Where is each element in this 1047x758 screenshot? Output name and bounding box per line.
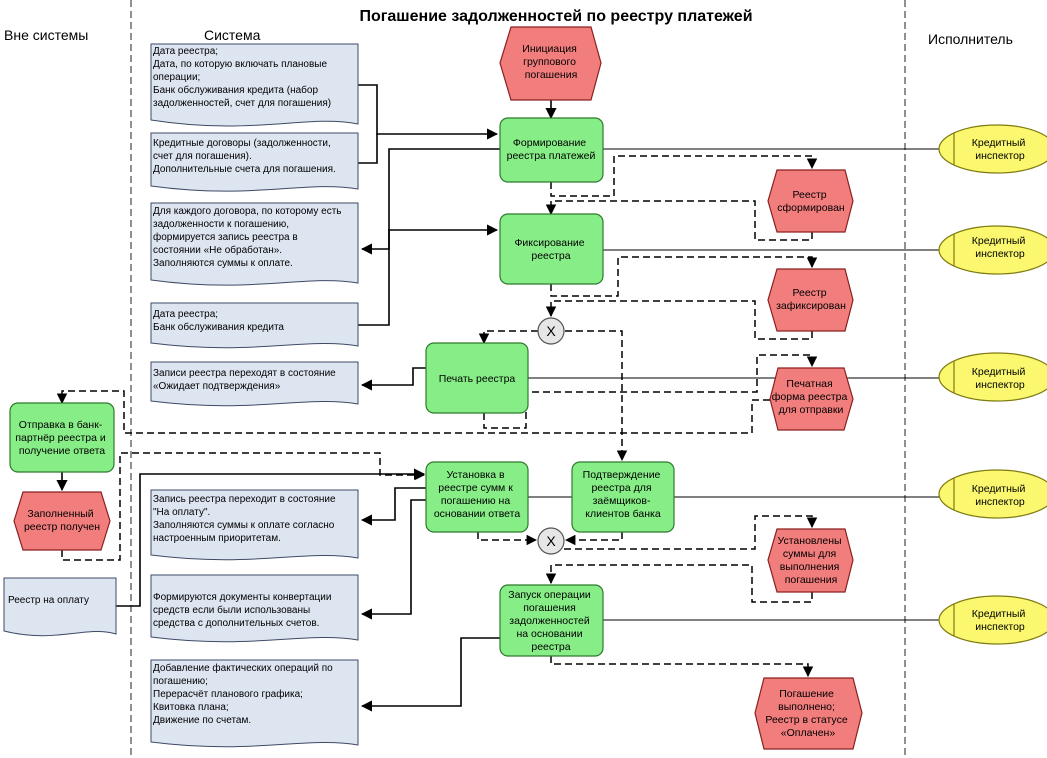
diagram-title: Погашение задолженностей по реестру плат… — [359, 8, 752, 25]
document-credit-contracts: Кредитные договоры (задолженности, счет … — [150, 132, 359, 192]
function-confirm-registry: Подтверждение реестра для заёмщиков- кли… — [571, 461, 675, 533]
document-registry-params: Дата реестра; Дата, по которую включать … — [150, 43, 359, 127]
document-to-payment-status: Запись реестра переходит в состояние "На… — [150, 489, 359, 561]
document-actual-operations: Добавление фактических операций по погаш… — [150, 659, 359, 748]
doc-text: Для каждого договора, по которому есть з… — [153, 206, 344, 269]
svg-text:Кредитный инспектор: Кредитный инспектор — [972, 366, 1029, 391]
doc-text: Дата реестра; Банк обслуживания кредита — [153, 309, 284, 333]
role-credit-inspector-2: Кредитный инспектор — [938, 225, 1047, 275]
event-repayment-completed: Погашение выполнено; Реестр в статусе «О… — [754, 677, 863, 750]
doc-text: Записи реестра переходят в состояние «Ож… — [153, 368, 339, 392]
function-fix-registry: Фиксирование реестра — [499, 213, 604, 285]
xor-connector-1: X — [537, 317, 565, 345]
function-print-registry: Печать реестра — [425, 342, 529, 414]
role-credit-inspector-5: Кредитный инспектор — [938, 595, 1047, 645]
svg-text:Установка в реестре сумм: Установка в реестре сумм к погашению на … — [434, 469, 521, 520]
doc-text: Формируются документы конвертации средст… — [153, 592, 334, 629]
document-awaiting-confirmation: Записи реестра переходят в состояние «Ож… — [150, 361, 359, 407]
role-credit-inspector-1: Кредитный инспектор — [938, 124, 1047, 174]
lane-title-executor: Исполнитель — [928, 31, 1013, 47]
svg-text:Кредитный инспектор: Кредитный инспектор — [972, 608, 1029, 633]
connections — [56, 84, 940, 712]
event-registry-formed: Реестр сформирован — [767, 169, 854, 233]
function-send-to-partner-bank: Отправка в банк- партнёр реестра и получ… — [9, 402, 115, 473]
doc-text: Дата реестра; Дата, по которую включать … — [153, 46, 331, 109]
svg-text:Кредитный инспектор: Кредитный инспектор — [972, 137, 1029, 162]
svg-text:Формирование реестра пла: Формирование реестра платежей — [507, 137, 596, 162]
document-registry-records: Для каждого договора, по которому есть з… — [150, 202, 359, 286]
svg-text:Установлены суммы для: Установлены суммы для выполнения погашен… — [778, 535, 845, 586]
lane-title-system: Система — [204, 27, 261, 43]
event-registry-fixed: Реестр зафиксирован — [767, 268, 854, 332]
role-credit-inspector-3: Кредитный инспектор — [938, 352, 1047, 402]
svg-text:Запуск операции погашени: Запуск операции погашения задолженностей… — [508, 589, 593, 653]
xor-connector-2: X — [537, 527, 565, 555]
svg-text:Инициация группового: Инициация группового погашения — [522, 43, 579, 81]
function-set-amounts: Установка в реестре сумм к погашению на … — [425, 461, 529, 533]
role-credit-inspector-4: Кредитный инспектор — [938, 469, 1047, 519]
event-print-form-ready: Печатная форма реестра для отправки — [769, 367, 854, 431]
doc-text: Запись реестра переходит в состояние "На… — [153, 494, 338, 544]
svg-text:Реестр сформирован: Реестр сформирован — [777, 189, 845, 214]
doc-text: Кредитные договоры (задолженности, счет … — [153, 138, 336, 175]
svg-text:X: X — [546, 323, 556, 339]
document-registry-date-bank: Дата реестра; Банк обслуживания кредита — [150, 302, 359, 349]
svg-text:X: X — [546, 533, 556, 549]
document-payment-registry: Реестр на оплату — [3, 577, 117, 637]
event-amounts-set: Установлены суммы для выполнения погашен… — [767, 528, 854, 593]
doc-text: Реестр на оплату — [8, 595, 89, 606]
svg-text:Отправка в банк- партнёр: Отправка в банк- партнёр реестра и получ… — [15, 419, 108, 457]
svg-text:Фиксирование реестра: Фиксирование реестра — [514, 237, 587, 262]
event-group-repayment-initiation: Инициация группового погашения — [499, 26, 602, 101]
svg-text:Подтверждение реестра дл: Подтверждение реестра для заёмщиков- кли… — [583, 469, 664, 520]
lane-title-outside: Вне системы — [4, 27, 88, 43]
svg-text:Печать реестра: Печать реестра — [439, 373, 516, 385]
svg-text:Заполненный реестр получ: Заполненный реестр получен — [24, 508, 100, 533]
doc-text: Добавление фактических операций по погаш… — [153, 662, 335, 726]
function-launch-repayment: Запуск операции погашения задолженностей… — [499, 584, 604, 657]
svg-text:Погашение выполнено;: Погашение выполнено; Реестр в статусе «О… — [765, 688, 850, 739]
svg-text:Кредитный инспектор: Кредитный инспектор — [972, 483, 1029, 508]
svg-text:Печатная форма реестра: Печатная форма реестра для отправки — [772, 378, 850, 416]
event-filled-registry-received: Заполненный реестр получен — [13, 491, 111, 551]
function-form-registry: Формирование реестра платежей — [499, 117, 604, 183]
svg-text:Кредитный инспектор: Кредитный инспектор — [972, 235, 1029, 260]
svg-text:Реестр зафиксирован: Реестр зафиксирован — [776, 287, 846, 312]
document-conversion: Формируются документы конвертации средст… — [150, 574, 359, 643]
